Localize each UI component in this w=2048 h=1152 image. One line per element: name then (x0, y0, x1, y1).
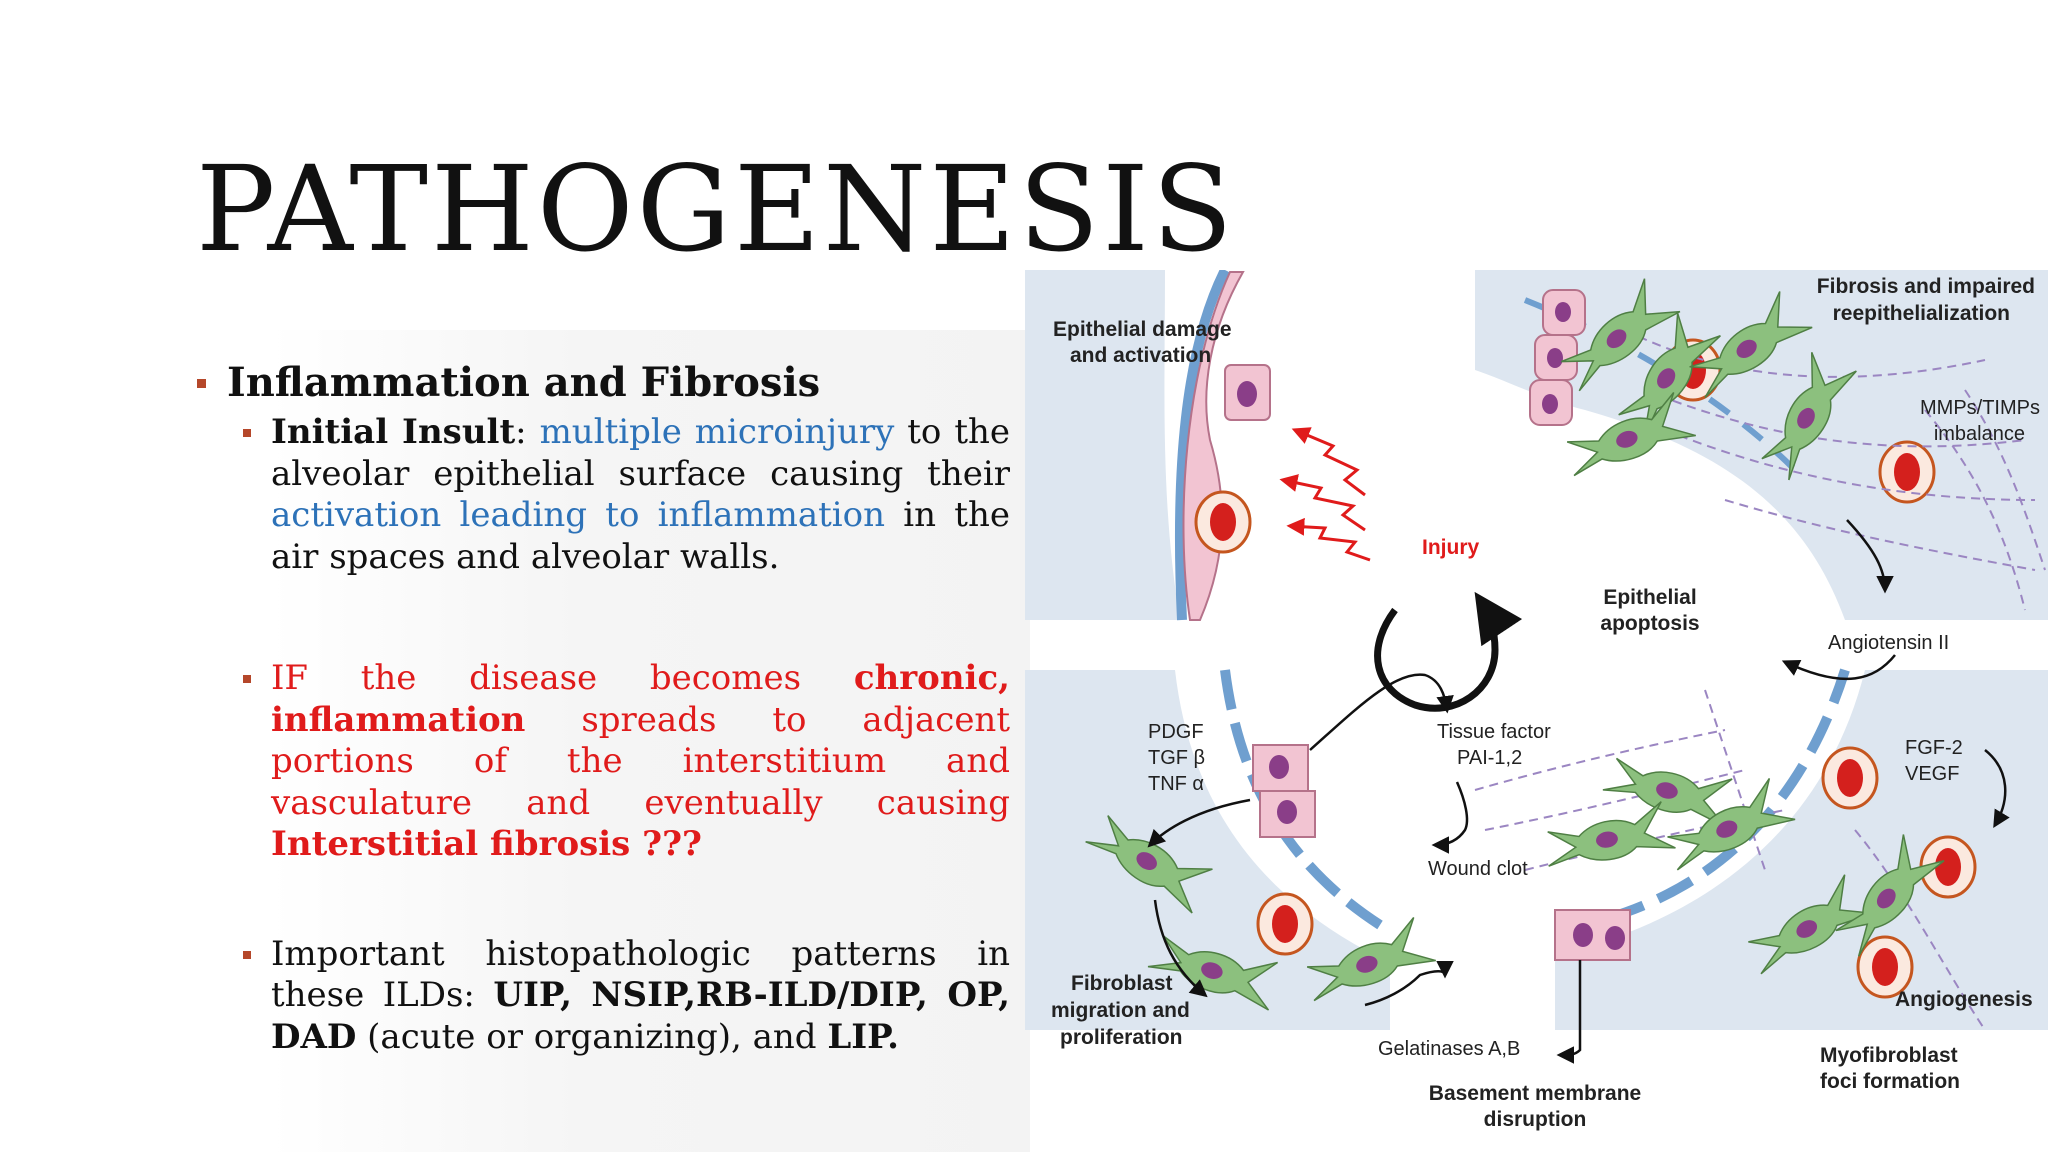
epithelial-cells-top-right (1529, 289, 1586, 426)
insult-label: Initial Insult (271, 412, 516, 452)
background-gradient (270, 330, 1030, 1152)
insult-text-2: in the air spaces and alveolar walls. (271, 495, 1010, 577)
insult-highlight-1: multiple microinjury (539, 412, 895, 452)
label-fibroblast-1: Fibroblast (1071, 972, 1173, 995)
red-blood-cell (1821, 746, 1879, 810)
red-blood-cell (1194, 490, 1252, 554)
chronic-bold-2: Interstitial fibrosis ??? (271, 824, 702, 864)
label-injury: Injury (1422, 536, 1479, 559)
label-pdgf: PDGF (1148, 721, 1204, 743)
bullet-marker (243, 950, 251, 959)
red-blood-cell (1256, 892, 1314, 956)
label-tgf: TGF β (1148, 747, 1205, 769)
label-tnf: TNF α (1148, 773, 1204, 795)
patterns-text-2: (acute or organizing), and (356, 1016, 828, 1057)
label-angiotensin: Angiotensin II (1828, 632, 1949, 654)
red-blood-cell (1878, 440, 1936, 504)
injury-arrows (1279, 427, 1371, 562)
label-fgf: FGF-2 (1905, 737, 1963, 759)
bullet-marker (243, 429, 251, 437)
cell-nucleus (1237, 381, 1257, 407)
label-epithelial-damage-1: Epithelial damage (1053, 318, 1232, 341)
bullet-patterns: Important histopathologic patterns in th… (241, 934, 1010, 1059)
label-wound-clot: Wound clot (1428, 858, 1528, 880)
epithelial-cells-bottom (1554, 909, 1631, 961)
bullet-chronic: IF the disease becomes chronic, inflamma… (241, 658, 1010, 866)
myofibroblast (1540, 799, 1677, 871)
basement-membrane-top-left (1174, 270, 1230, 621)
patterns-bold-1: UIP, NSIP,RB-ILD/DIP, OP, DAD (271, 975, 1010, 1057)
label-fibrosis-2: reepithelialization (1833, 302, 2010, 325)
collagen-fibers (1474, 329, 2046, 1031)
chronic-text-1: IF the disease becomes (271, 658, 854, 698)
spacer (195, 578, 1010, 658)
flow-arrows (1147, 519, 2010, 1064)
epithelial-cells-middle (1252, 744, 1316, 838)
basement-membrane-bottom-right (1554, 668, 1850, 935)
label-myofibroblast-1: Myofibroblast (1820, 1044, 1958, 1067)
label-tissue-factor-1: Tissue factor (1437, 721, 1551, 743)
insult-text-1: to the alveolar epithelial surface causi… (271, 412, 1010, 494)
figure-labels: Epithelial damage and activation Injury … (1051, 275, 2040, 1131)
bullet-marker (197, 379, 206, 388)
heading-text: Inflammation and Fibrosis (227, 359, 821, 406)
label-myofibroblast-2: foci formation (1820, 1070, 1960, 1093)
cycle-arrow (1374, 591, 1523, 712)
bullet-list: Inflammation and Fibrosis Initial Insult… (195, 360, 1010, 1058)
label-fibroblast-3: proliferation (1060, 1026, 1183, 1049)
bullet-initial-insult: Initial Insult: multiple microinjury to … (241, 412, 1010, 578)
chronic-bold-1: chronic, inflammation (271, 658, 1010, 740)
insult-highlight-2: activation leading to inflammation (271, 495, 886, 535)
label-mmps-2: imbalance (1934, 423, 2025, 445)
patterns-bold-2: LIP. (827, 1016, 899, 1057)
insult-sep: : (515, 412, 540, 452)
label-basement-1: Basement membrane (1429, 1082, 1641, 1105)
label-fibrosis-1: Fibrosis and impaired (1817, 275, 2035, 298)
tissue-panel-bottom-right (1555, 670, 2048, 1030)
label-epithelial-apoptosis-2: apoptosis (1600, 612, 1699, 635)
label-epithelial-apoptosis-1: Epithelial (1603, 586, 1696, 609)
label-tissue-factor-2: PAI-1,2 (1457, 747, 1522, 769)
spacer (195, 866, 1010, 934)
label-basement-2: disruption (1484, 1108, 1587, 1131)
bullet-marker (243, 675, 251, 683)
patterns-text-1: Important histopathologic patterns in th… (271, 933, 1010, 1016)
tissue-panel-top-left (1025, 270, 1180, 620)
basement-membrane-bottom (1220, 669, 1383, 930)
label-gelatinases: Gelatinases A,B (1378, 1038, 1520, 1060)
bullet-heading: Inflammation and Fibrosis (195, 360, 1010, 406)
label-mmps-1: MMPs/TIMPs (1920, 397, 2040, 419)
label-angiogenesis: Angiogenesis (1895, 988, 2033, 1011)
chronic-text-2: spreads to adjacent portions of the inte… (271, 699, 1010, 823)
pathogenesis-figure: Epithelial damage and activation Injury … (1025, 270, 2048, 1131)
label-epithelial-damage-2: and activation (1070, 344, 1211, 367)
label-fibroblast-2: migration and (1051, 999, 1190, 1022)
label-vegf: VEGF (1905, 763, 1959, 785)
slide-title: PATHOGENESIS (196, 140, 1236, 278)
